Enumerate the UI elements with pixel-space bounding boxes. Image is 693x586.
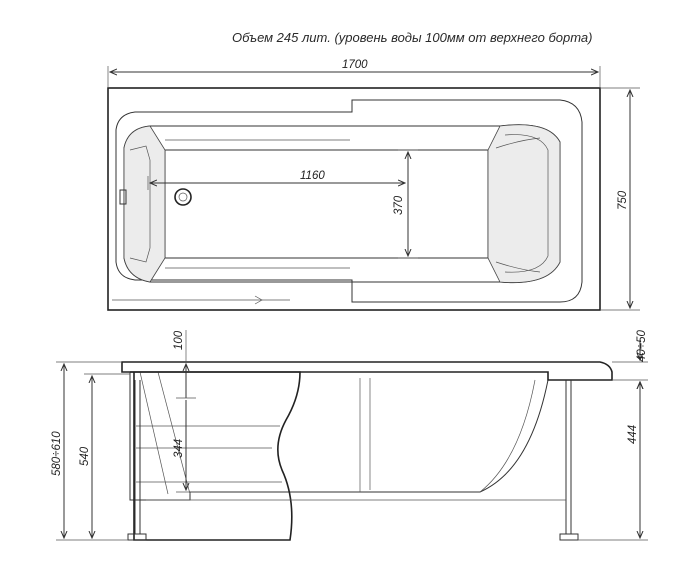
overflow [119, 189, 127, 205]
dim-length: 1700 [342, 59, 368, 71]
dim-inner-length: 1160 [300, 170, 325, 182]
head-slope [123, 125, 166, 283]
outer-rim [107, 87, 601, 311]
volume-caption: Объем 245 лит. (уровень воды 100мм от ве… [232, 30, 593, 45]
basin-floor [164, 149, 489, 259]
dim-rim-height: 40÷50 [636, 330, 648, 362]
front-panel [130, 371, 301, 541]
side-view: 580÷610 540 100 344 40÷50 444 [51, 330, 648, 541]
dim-width: 750 [617, 190, 629, 210]
side-rim [121, 361, 613, 381]
dim-inner-depth: 344 [173, 439, 185, 458]
top-view: 1700 750 1160 370 [107, 59, 640, 311]
dim-leg-height: 444 [627, 425, 639, 444]
legs [127, 380, 579, 541]
drain [174, 188, 192, 206]
backrest [487, 124, 561, 283]
dim-inner-width: 370 [393, 195, 405, 215]
inner-rim [115, 99, 583, 303]
dim-body-height: 540 [79, 446, 91, 466]
dim-total-height: 580÷610 [51, 431, 63, 476]
dim-rim-depth: 100 [173, 330, 185, 350]
side-body [129, 372, 549, 501]
